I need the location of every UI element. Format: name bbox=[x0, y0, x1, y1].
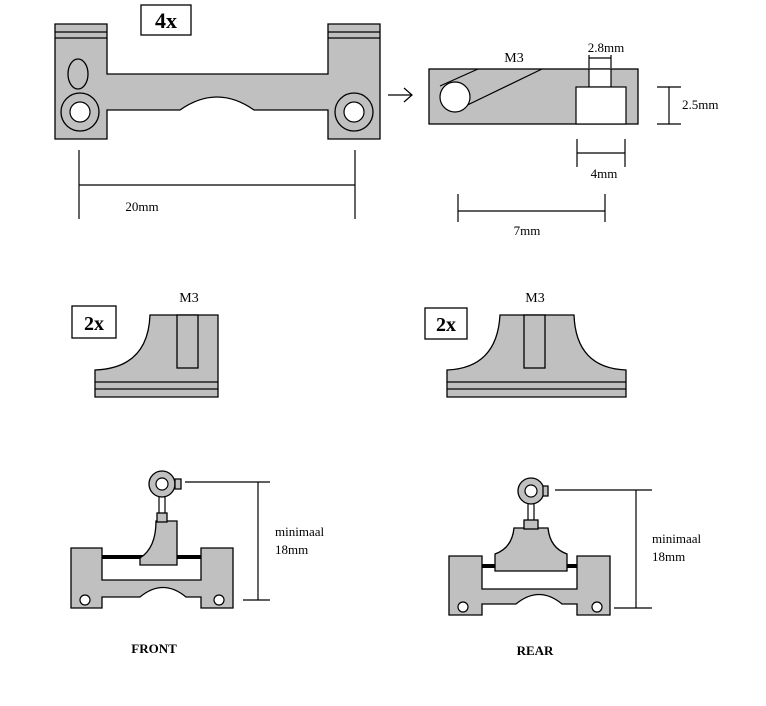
quantity-badge-right: 2x bbox=[424, 307, 468, 340]
front-assembly bbox=[70, 470, 234, 609]
nut-pocket bbox=[575, 86, 627, 125]
dimension-2.8mm: 2.8mm bbox=[588, 40, 624, 68]
screw-hole bbox=[439, 81, 471, 113]
slot-hole bbox=[67, 58, 89, 90]
dimension-4mm: 4mm bbox=[576, 139, 626, 181]
svg-text:4mm: 4mm bbox=[591, 166, 618, 181]
svg-text:M3: M3 bbox=[525, 291, 544, 306]
svg-text:2.5mm: 2.5mm bbox=[682, 97, 718, 112]
svg-text:18mm: 18mm bbox=[275, 542, 308, 557]
rear-min-dimension: minimaal 18mm bbox=[555, 489, 701, 609]
svg-text:20mm: 20mm bbox=[125, 199, 158, 214]
svg-text:7mm: 7mm bbox=[514, 223, 541, 238]
dimension-20mm: 20mm bbox=[78, 150, 356, 219]
side-view: M3 bbox=[428, 51, 639, 125]
svg-text:minimaal: minimaal bbox=[652, 531, 701, 546]
dimension-2.5mm: 2.5mm bbox=[657, 86, 718, 125]
arrow-icon bbox=[388, 87, 413, 103]
svg-text:4x: 4x bbox=[155, 8, 177, 33]
svg-text:18mm: 18mm bbox=[652, 549, 685, 564]
quantity-badge-left: 2x bbox=[71, 305, 117, 339]
mid-left-part: M3 bbox=[94, 291, 219, 398]
quantity-badge-top: 4x bbox=[140, 4, 192, 36]
rear-caption: REAR bbox=[517, 643, 554, 658]
slot bbox=[588, 68, 612, 88]
front-min-dimension: minimaal 18mm bbox=[185, 481, 324, 601]
svg-text:M3: M3 bbox=[504, 51, 523, 66]
screw-slot bbox=[523, 314, 546, 369]
top-bracket bbox=[54, 23, 381, 140]
dimension-7mm: 7mm bbox=[457, 194, 606, 238]
svg-text:2x: 2x bbox=[436, 314, 456, 336]
svg-text:2.8mm: 2.8mm bbox=[588, 40, 624, 55]
screw-slot bbox=[176, 314, 199, 369]
svg-text:minimaal: minimaal bbox=[275, 524, 324, 539]
rear-assembly bbox=[448, 477, 611, 616]
mid-right-part: M3 bbox=[446, 291, 627, 398]
svg-text:2x: 2x bbox=[84, 313, 104, 335]
svg-text:M3: M3 bbox=[179, 291, 198, 306]
front-caption: FRONT bbox=[131, 641, 177, 656]
